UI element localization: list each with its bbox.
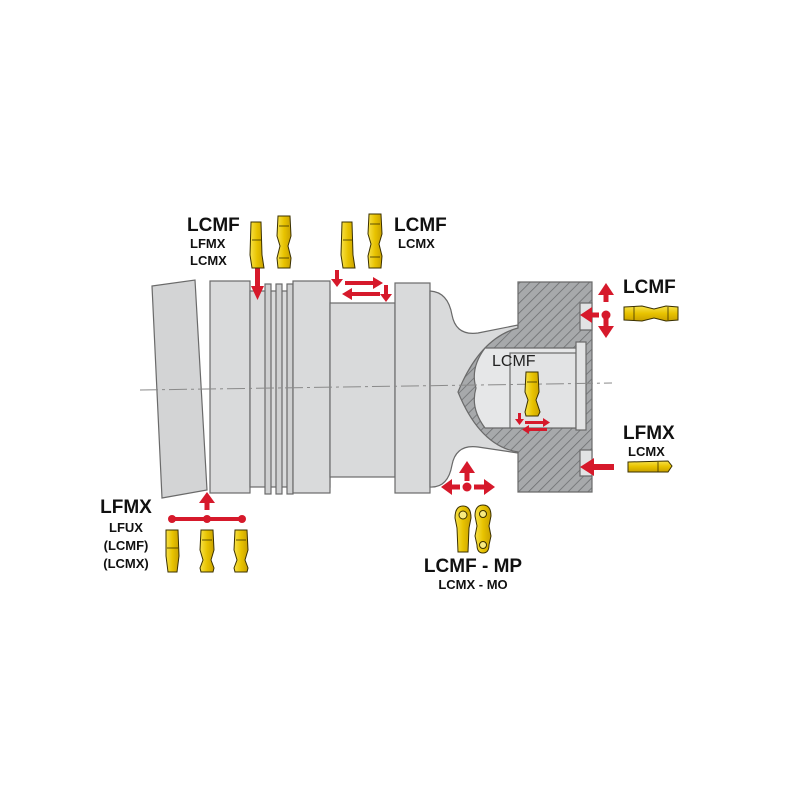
four-way-arrows-icon-bottom [441,461,495,495]
insert-icon [199,529,215,573]
label-bottom-mid-line2: LCMX - MO [438,577,508,592]
insert-icon [249,221,265,269]
label-bottom-left-line2: LFUX [109,520,143,535]
flange-right [394,282,431,494]
insert-icon [367,213,383,269]
inserts [165,213,679,573]
shaft [329,302,396,478]
label-bottom-left-line4: (LCMX) [103,556,149,571]
bidirectional-arrows-icon-top [331,270,392,302]
insert-icon [276,215,292,269]
four-way-arrows-icon-right [580,283,614,338]
label-top-left-line2: LFMX [190,236,226,251]
bidirectional-arrows-icon-inner [515,413,550,434]
insert-icon [524,371,541,417]
label-top-mid-line2: LCMX [398,236,435,251]
label-top-left-title: LCMF [187,215,240,236]
label-right-mid-line2: LCMX [628,444,665,459]
insert-icon [623,305,679,322]
down-arrow-icon [251,266,264,300]
up-arrow-icon [168,492,246,523]
label-top-left-line3: LCMX [190,253,227,268]
label-right-top-title: LCMF [623,277,676,298]
insert-icon [454,505,472,553]
insert-icon [165,529,180,573]
label-bottom-left-line3: (LCMF) [103,538,149,553]
insert-icon [627,460,673,473]
label-inner-title: LCMF [492,353,536,370]
label-bottom-mid-title: LCMF - MP [423,556,523,577]
label-right-mid-title: LFMX [623,423,675,444]
label-top-mid-title: LCMF [394,215,447,236]
insert-icon [233,529,249,573]
label-bottom-left-title: LFMX [100,497,152,518]
flange-left [209,280,251,494]
left-arrow-icon [580,458,614,476]
arrows [168,266,614,523]
insert-icon [340,221,356,269]
insert-icon [474,504,492,554]
